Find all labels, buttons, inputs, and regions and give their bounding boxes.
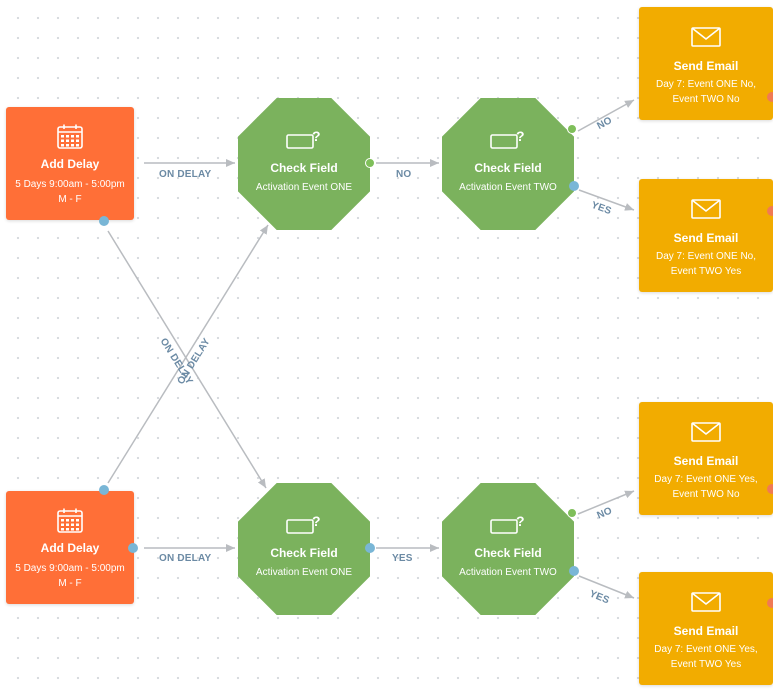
calendar-icon [57,124,83,149]
connection-port[interactable] [128,543,138,553]
node-title: Check Field [270,546,338,560]
connection-port[interactable] [569,566,579,576]
svg-text:?: ? [312,128,321,144]
edge-check-bottom-2-to-email-3 [577,490,635,515]
node-subtitle: Day 7: Event ONE No, Event TWO Yes [655,251,757,277]
connection-port[interactable] [99,216,109,226]
connection-port[interactable] [767,92,773,102]
check-field-node-bottom-1[interactable]: ? Check Field Activation Event ONE [238,483,370,615]
add-delay-node-top[interactable]: Add Delay 5 Days 9:00am - 5:00pm M - F [6,107,134,220]
send-email-node-1[interactable]: Send Email Day 7: Event ONE No, Event TW… [639,7,773,120]
node-subtitle: 5 Days 9:00am - 5:00pm M - F [15,563,125,589]
envelope-icon [691,422,721,442]
svg-text:?: ? [312,513,321,529]
check-field-node-top-2[interactable]: ? Check Field Activation Event TWO [442,98,574,230]
check-field-node-top-1[interactable]: ? Check Field Activation Event ONE [238,98,370,230]
node-subtitle: Activation Event TWO [459,182,557,193]
field-question-icon: ? [286,513,321,534]
envelope-icon [691,592,721,612]
edge-label-yes: YES [392,553,413,564]
svg-text:?: ? [516,513,525,529]
node-title: Check Field [474,546,542,560]
edge-check-bottom-2-to-email-4 [578,575,635,599]
send-email-node-3[interactable]: Send Email Day 7: Event ONE Yes, Event T… [639,402,773,515]
send-email-node-4[interactable]: Send Email Day 7: Event ONE Yes, Event T… [639,572,773,685]
connection-port[interactable] [99,485,109,495]
connection-port[interactable] [767,206,773,216]
connection-port[interactable] [365,158,375,168]
connection-port[interactable] [365,543,375,553]
connection-port[interactable] [569,181,579,191]
edge-delay-top-to-check-bottom-1 [107,230,267,489]
connection-port[interactable] [767,484,773,494]
node-title: Send Email [673,454,739,468]
node-subtitle: 5 Days 9:00am - 5:00pm M - F [15,179,125,205]
field-question-icon: ? [286,128,321,149]
field-question-icon: ? [490,128,525,149]
check-field-node-bottom-2[interactable]: ? Check Field Activation Event TWO [442,483,574,615]
node-title: Add Delay [40,541,100,555]
edge-delay-bottom-to-check-top-1 [107,224,269,484]
node-title: Send Email [673,231,739,245]
edge-label-on-delay: ON DELAY [159,553,212,564]
node-title: Check Field [270,161,338,175]
node-title: Add Delay [40,157,100,171]
node-title: Check Field [474,161,542,175]
connection-port[interactable] [767,598,773,608]
add-delay-node-bottom[interactable]: Add Delay 5 Days 9:00am - 5:00pm M - F [6,491,134,604]
envelope-icon [691,27,721,47]
node-subtitle: Activation Event ONE [255,182,353,193]
edge-label-no: NO [396,169,412,180]
node-subtitle: Day 7: Event ONE Yes, Event TWO No [654,474,758,500]
connection-port[interactable] [567,508,577,518]
edge-label-on-delay: ON DELAY [159,169,212,180]
edge-check-top-2-to-email-1 [577,99,635,132]
node-subtitle: Activation Event ONE [255,567,353,578]
svg-text:?: ? [516,128,525,144]
connection-port[interactable] [567,124,577,134]
node-subtitle: Activation Event TWO [459,567,557,578]
envelope-icon [691,199,721,219]
calendar-icon [57,508,83,533]
node-title: Send Email [673,59,739,73]
node-subtitle: Day 7: Event ONE No, Event TWO No [655,79,757,105]
edge-check-top-2-to-email-2 [578,189,635,211]
node-title: Send Email [673,624,739,638]
node-subtitle: Day 7: Event ONE Yes, Event TWO Yes [654,644,758,670]
field-question-icon: ? [490,513,525,534]
send-email-node-2[interactable]: Send Email Day 7: Event ONE No, Event TW… [639,179,773,292]
